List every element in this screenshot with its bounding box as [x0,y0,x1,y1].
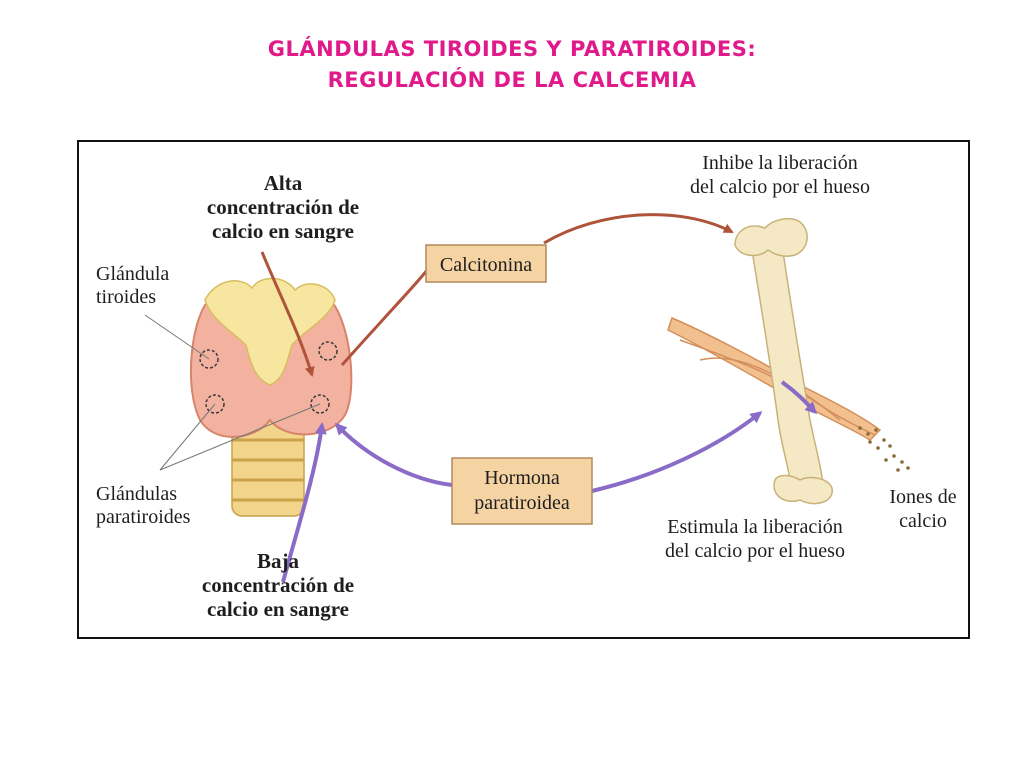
glandulas-paratiroides-label-line1: Glándulas [96,483,177,505]
glandulas-paratiroides-label-line2: paratiroides [96,506,191,528]
baja-label-line1: Baja [257,549,300,573]
thyroid-gland [189,277,353,438]
estimula-label-line1: Estimula la liberación [667,516,843,538]
trachea [231,417,305,517]
parathyroid-marker [205,394,225,414]
alta-label-line1: Alta [264,171,303,195]
glandula-tiroides-label-line2: tiroides [96,286,156,308]
parathyroid-marker [199,349,219,369]
hormona-label-line1: Hormona [484,467,560,489]
calcitonina-label: Calcitonina [440,254,532,276]
iones-label-line2: calcio [899,510,947,532]
baja-label-line3: calcio en sangre [207,597,349,621]
high-calcium-arrow [260,251,315,377]
low-calcium-arrow [281,422,327,583]
leader-lines [144,314,321,471]
bone [667,217,882,505]
hormona-label-line2: paratiroidea [474,492,570,514]
baja-label-line2: concentración de [202,573,354,597]
parathyroid-marker [318,341,338,361]
calcitonin-arrow-end [543,213,734,245]
inhibe-label-line1: Inhibe la liberación [702,152,858,174]
estimula-label-line2: del calcio por el hueso [665,540,845,562]
alta-label-line2: concentración de [207,195,359,219]
pth-arrow-to-gland [334,422,453,487]
calcitonin-arrow-start [340,261,434,366]
inhibe-label-line2: del calcio por el hueso [690,176,870,198]
calcium-release-arrow [780,380,818,415]
calcium-ions [858,426,910,472]
pth-arrow-to-bone [591,411,763,493]
title-line-2: REGULACIÓN DE LA CALCEMIA [327,68,697,92]
hormona-box [451,457,593,525]
parathyroid-marker [310,394,330,414]
glandula-tiroides-label-line1: Glándula [96,263,169,285]
title-line-1: GLÁNDULAS TIROIDES Y PARATIROIDES: [267,37,757,61]
alta-label-line3: calcio en sangre [212,219,354,243]
calcitonina-box [425,244,547,283]
iones-label-line1: Iones de [889,486,956,508]
